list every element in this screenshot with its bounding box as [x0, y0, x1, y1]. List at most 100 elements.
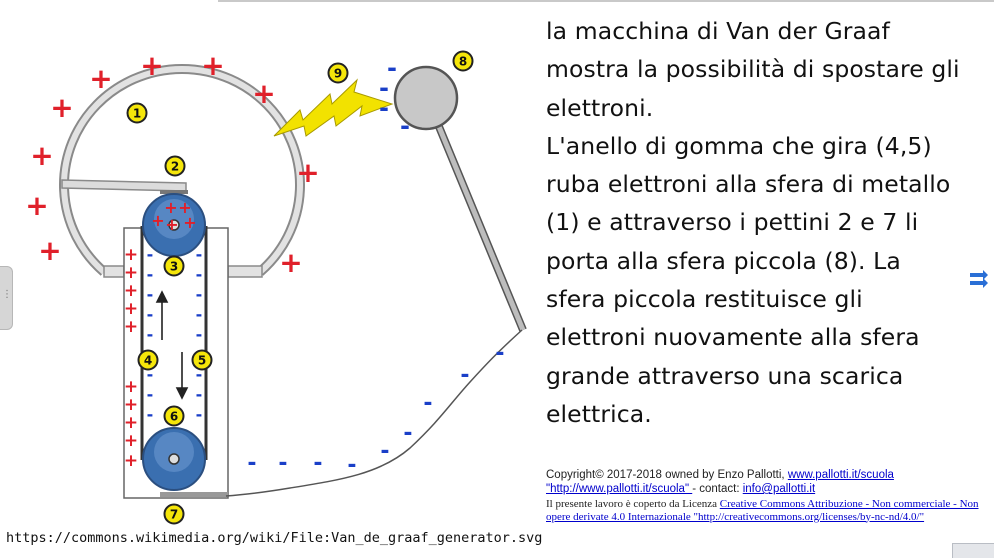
minus-charge-sign: - — [347, 453, 356, 478]
copyright-block: Copyright© 2017-2018 owned by Enzo Pallo… — [546, 468, 986, 523]
plus-charge-sign: + — [183, 213, 196, 232]
component-label-number: 1 — [133, 107, 141, 121]
minus-charge-sign: - — [147, 285, 154, 304]
double-arrow-right-icon[interactable] — [968, 268, 990, 290]
plus-charge-sign: + — [124, 431, 138, 451]
minus-charge-sign: - — [403, 421, 412, 446]
plus-charge-sign: + — [151, 211, 164, 230]
plus-charge-sign: + — [30, 139, 53, 172]
minus-charge-sign: - — [196, 365, 203, 384]
license-link[interactable]: Creative Commons Attribuzione - Non comm… — [546, 498, 979, 523]
component-label-number: 2 — [171, 160, 179, 174]
component-label-number: 7 — [170, 508, 178, 522]
minus-charge-sign: - — [196, 305, 203, 324]
minus-charge-sign: - — [147, 245, 154, 264]
dome-sphere — [59, 63, 305, 278]
minus-charge-sign: - — [278, 451, 287, 476]
plus-charge-sign: + — [165, 215, 178, 234]
lower-roller — [142, 427, 206, 491]
minus-charge-sign: - — [196, 265, 203, 284]
spark-bolt — [273, 78, 394, 137]
minus-charge-sign: - — [196, 285, 203, 304]
minus-charge-sign: - — [380, 439, 389, 464]
component-label-circle — [452, 50, 474, 72]
minus-charge-sign: - — [495, 341, 504, 366]
plus-charge-sign: + — [124, 245, 138, 265]
plus-charge-sign: + — [89, 62, 112, 95]
plus-charge-sign: + — [164, 198, 177, 217]
minus-charge-sign: - — [387, 54, 397, 82]
comb-teeth-top — [160, 190, 188, 194]
component-label-circle — [126, 102, 148, 124]
component-label-number: 5 — [198, 354, 206, 368]
plus-charge-sign: + — [279, 246, 302, 279]
minus-charge-sign: - — [196, 405, 203, 424]
van-de-graaff-diagram: +++++++++++++++++++++++++ --------------… — [25, 49, 527, 525]
collector-comb-top — [61, 179, 187, 192]
component-label-circle — [327, 62, 349, 84]
component-label-circle — [191, 349, 213, 371]
component-label-circle — [164, 155, 186, 177]
minus-charge-sign: - — [247, 451, 256, 476]
minus-charge-sign: - — [423, 391, 432, 416]
minus-charge-sign: - — [379, 74, 389, 102]
minus-charge-sign: - — [147, 265, 154, 284]
minus-charge-sign: - — [196, 385, 203, 404]
plus-charge-sign: + — [178, 198, 191, 217]
minus-charge-sign: - — [313, 451, 322, 476]
contact-label: - contact: — [692, 483, 743, 495]
license-prefix: Il presente lavoro è coperto da Licenza — [546, 498, 720, 510]
copyright-prefix: Copyright© 2017-2018 owned by Enzo Pallo… — [546, 469, 788, 481]
component-label-number: 9 — [334, 67, 342, 81]
plus-charge-sign: + — [124, 413, 138, 433]
plus-charge-sign: + — [124, 299, 138, 319]
email-link[interactable]: info@pallotti.it — [742, 483, 816, 495]
minus-charge-sign: - — [400, 112, 410, 140]
rubber-belt — [140, 226, 208, 460]
plus-charge-sign: + — [296, 156, 319, 189]
component-label-number: 8 — [459, 55, 467, 69]
plus-charge-sign: + — [252, 77, 275, 110]
minus-charge-sign: - — [147, 385, 154, 404]
plus-charge-sign: + — [50, 91, 73, 124]
site-url-link[interactable]: "http://www.pallotti.it/scuola" — [546, 483, 693, 495]
plus-charge-sign: + — [124, 395, 138, 415]
component-label-number: 4 — [144, 354, 152, 368]
collector-comb-bottom — [160, 492, 228, 497]
plus-charge-sign: + — [124, 451, 138, 471]
plus-charge-sign: + — [140, 49, 163, 82]
plus-charge-sign: + — [201, 49, 224, 82]
minus-charge-sign: - — [460, 363, 469, 388]
minus-charge-sign: - — [147, 405, 154, 424]
plus-charge-sign: + — [124, 281, 138, 301]
component-label-circle — [163, 503, 185, 525]
minus-charge-sign: - — [379, 94, 389, 122]
source-url-caption: https://commons.wikimedia.org/wiki/File:… — [6, 530, 543, 546]
minus-charge-sign: - — [147, 305, 154, 324]
minus-charge-sign: - — [147, 365, 154, 384]
plus-charge-sign: + — [38, 234, 61, 267]
top-divider — [218, 0, 994, 2]
minus-charge-sign: - — [196, 245, 203, 264]
component-label-number: 6 — [170, 410, 178, 424]
component-labels: 1 2 3 4 5 6 7 8 9 — [126, 50, 474, 525]
corner-control[interactable] — [952, 543, 994, 558]
small-sphere — [393, 65, 459, 131]
plus-charge-sign: + — [124, 317, 138, 337]
chevron-right-icon: ⋮ — [2, 289, 12, 300]
ground-wire — [225, 329, 523, 497]
plus-charge-sign: + — [124, 377, 138, 397]
component-label-circle — [137, 349, 159, 371]
belt-motion-arrows — [155, 290, 189, 400]
license-line: Il presente lavoro è coperto da Licenza … — [546, 498, 986, 523]
component-label-number: 3 — [170, 260, 178, 274]
description-text: la macchina di Van der Graaf mostra la p… — [546, 17, 960, 428]
side-panel-toggle[interactable]: ⋮ — [0, 266, 13, 330]
plus-charge-sign: + — [124, 263, 138, 283]
component-label-circle — [163, 405, 185, 427]
minus-charge-sign: - — [147, 325, 154, 344]
positive-charges: +++++++++++++++++++++++++ — [25, 49, 319, 471]
component-label-circle — [163, 255, 185, 277]
plus-charge-sign: + — [25, 189, 48, 222]
site-link[interactable]: www.pallotti.it/scuola — [787, 469, 894, 481]
